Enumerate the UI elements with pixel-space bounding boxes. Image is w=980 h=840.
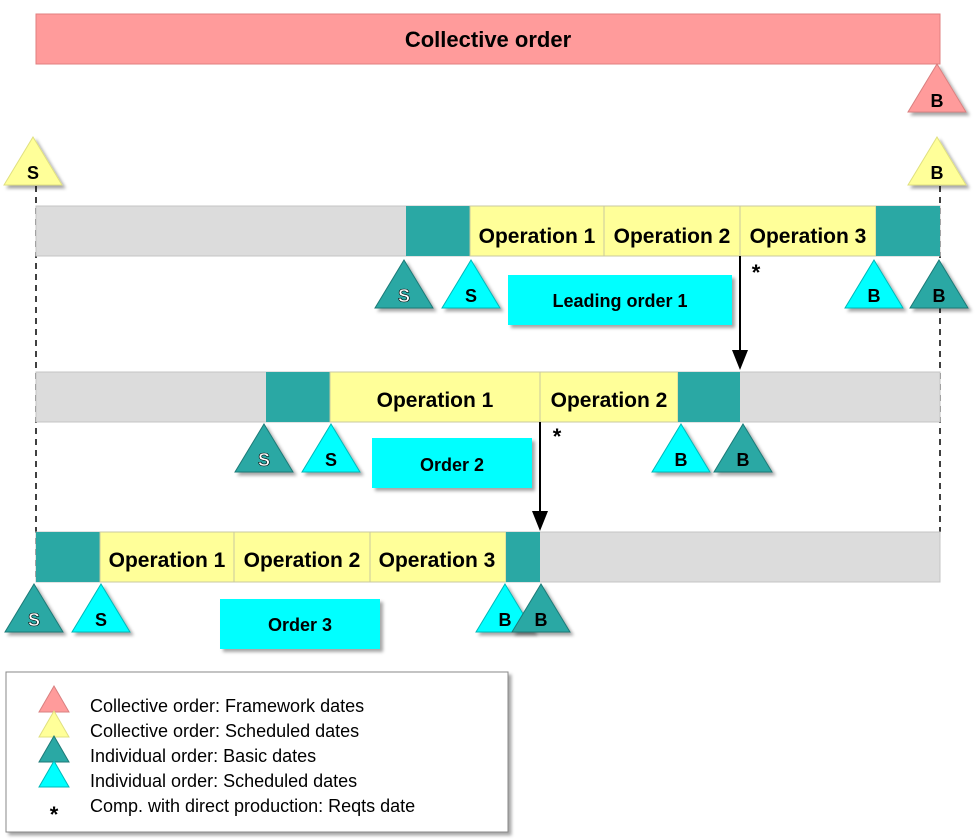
order2-name: Order 2 xyxy=(420,455,484,475)
framework-finish-triangle: B xyxy=(907,63,967,113)
svg-text:S: S xyxy=(465,286,477,306)
order1-operation-1-label: Operation 1 xyxy=(479,225,596,248)
order2-operation-1-label: Operation 1 xyxy=(377,389,494,412)
order3-operation-2-label: Operation 2 xyxy=(244,549,361,572)
svg-text:Individual order: Basic dates: Individual order: Basic dates xyxy=(90,746,316,766)
order2-scheduled-finish-triangle: B xyxy=(651,423,711,473)
order1-name-box: Leading order 1 xyxy=(508,275,732,325)
order2-basic-finish-triangle: B xyxy=(713,423,773,473)
svg-text:Collective order: Framework da: Collective order: Framework dates xyxy=(90,696,364,716)
svg-text:B: B xyxy=(675,450,688,470)
svg-text:B: B xyxy=(868,286,881,306)
order1-lead-time xyxy=(406,206,470,256)
order3-name: Order 3 xyxy=(268,615,332,635)
order1-row: Operation 1 Operation 2 Operation 3 S S … xyxy=(35,205,969,325)
order2-operation-2-label: Operation 2 xyxy=(551,389,668,412)
order3-lead-time xyxy=(36,532,100,582)
order3-operation-2 xyxy=(233,531,371,583)
order1-scheduled-start-triangle: S xyxy=(441,259,501,309)
order1-operation-3 xyxy=(739,205,877,257)
order2-name-box: Order 2 xyxy=(372,438,532,488)
svg-text:S: S xyxy=(258,450,270,470)
collective-order-title: Collective order xyxy=(405,27,572,52)
order3-basic-finish-triangle: B xyxy=(511,583,571,633)
svg-text:B: B xyxy=(737,450,750,470)
asterisk-icon: * xyxy=(50,802,59,827)
order3-scheduled-start-triangle: S xyxy=(71,583,131,633)
legend-item-basic: Individual order: Basic dates xyxy=(38,734,316,766)
order3-name-box: Order 3 xyxy=(220,599,380,649)
legend: Collective order: Framework dates Collec… xyxy=(5,671,509,833)
order2-basic-start-triangle: S xyxy=(234,423,294,473)
scheduled-finish-triangle: B xyxy=(907,136,967,186)
order3-operation-1 xyxy=(99,531,235,583)
individual-scheduled-triangle-icon xyxy=(38,759,70,788)
order1-operation-2-label: Operation 2 xyxy=(614,225,731,248)
asterisk-icon: * xyxy=(752,260,761,285)
svg-text:B: B xyxy=(933,286,946,306)
scheduled-finish-label: B xyxy=(931,163,944,183)
scheduled-start-label: S xyxy=(27,163,39,183)
legend-item-framework: Collective order: Framework dates xyxy=(38,684,364,716)
order2-scheduled-start-triangle: S xyxy=(301,423,361,473)
svg-text:Comp. with direct production:: Comp. with direct production: Reqts date xyxy=(90,796,415,816)
legend-item-individual-scheduled: Individual order: Scheduled dates xyxy=(38,759,357,791)
svg-text:S: S xyxy=(398,286,410,306)
order1-operation-3-label: Operation 3 xyxy=(750,225,867,248)
order3-row: Operation 1 Operation 2 Operation 3 S S … xyxy=(4,531,941,649)
order1-scheduled-finish-triangle: B xyxy=(844,259,904,309)
framework-finish-label: B xyxy=(931,91,944,111)
order2-row: Operation 1 Operation 2 S S B B Order 2 xyxy=(35,371,941,488)
asterisk-icon: * xyxy=(553,424,562,449)
svg-text:B: B xyxy=(535,610,548,630)
reqts-link-order2-to-order3: * xyxy=(532,422,562,531)
order1-name: Leading order 1 xyxy=(552,291,687,311)
svg-text:S: S xyxy=(28,610,40,630)
svg-text:S: S xyxy=(325,450,337,470)
order3-operation-3-label: Operation 3 xyxy=(379,549,496,572)
order1-basic-start-triangle: S xyxy=(374,259,434,309)
order1-float xyxy=(876,206,940,256)
order3-basic-start-triangle: S xyxy=(4,583,64,633)
order2-operation-1 xyxy=(329,371,541,423)
order3-operation-3 xyxy=(369,531,507,583)
order2-float xyxy=(678,372,740,422)
legend-item-reqts: * Comp. with direct production: Reqts da… xyxy=(50,796,415,827)
order2-lead-time xyxy=(266,372,330,422)
svg-text:Collective order: Scheduled da: Collective order: Scheduled dates xyxy=(90,721,359,741)
collective-order-bar: Collective order xyxy=(35,13,941,65)
svg-text:Individual order: Scheduled da: Individual order: Scheduled dates xyxy=(90,771,357,791)
order3-float xyxy=(506,532,540,582)
legend-box xyxy=(5,671,509,833)
scheduled-start-triangle: S xyxy=(3,136,63,186)
svg-text:S: S xyxy=(95,610,107,630)
order2-operation-2 xyxy=(539,371,679,423)
order1-basic-finish-triangle: B xyxy=(909,259,969,309)
svg-text:B: B xyxy=(499,610,512,630)
order3-operation-1-label: Operation 1 xyxy=(109,549,226,572)
reqts-link-order1-to-order2: * xyxy=(732,256,761,370)
